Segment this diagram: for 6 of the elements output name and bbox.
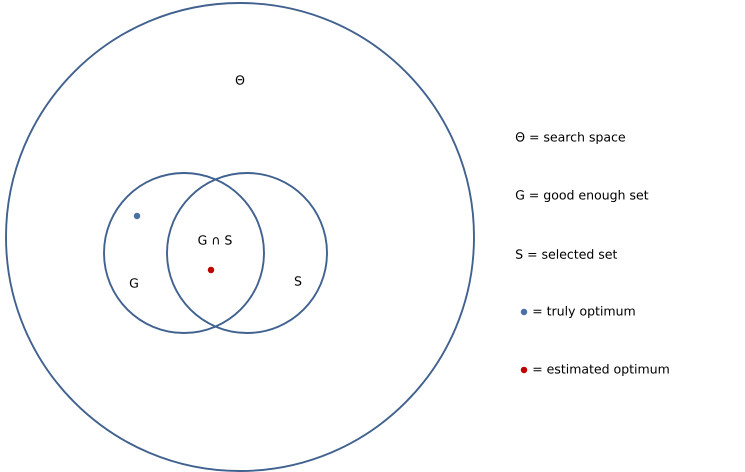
legend-text: = truly optimum	[534, 306, 635, 318]
legend-text: G = good enough set	[516, 190, 648, 202]
legend-text: Θ = search space	[516, 132, 625, 144]
legend-text: = estimated optimum	[534, 364, 669, 376]
set-label: G ∩ S	[198, 235, 232, 245]
legend-text: S = selected set	[516, 249, 618, 259]
